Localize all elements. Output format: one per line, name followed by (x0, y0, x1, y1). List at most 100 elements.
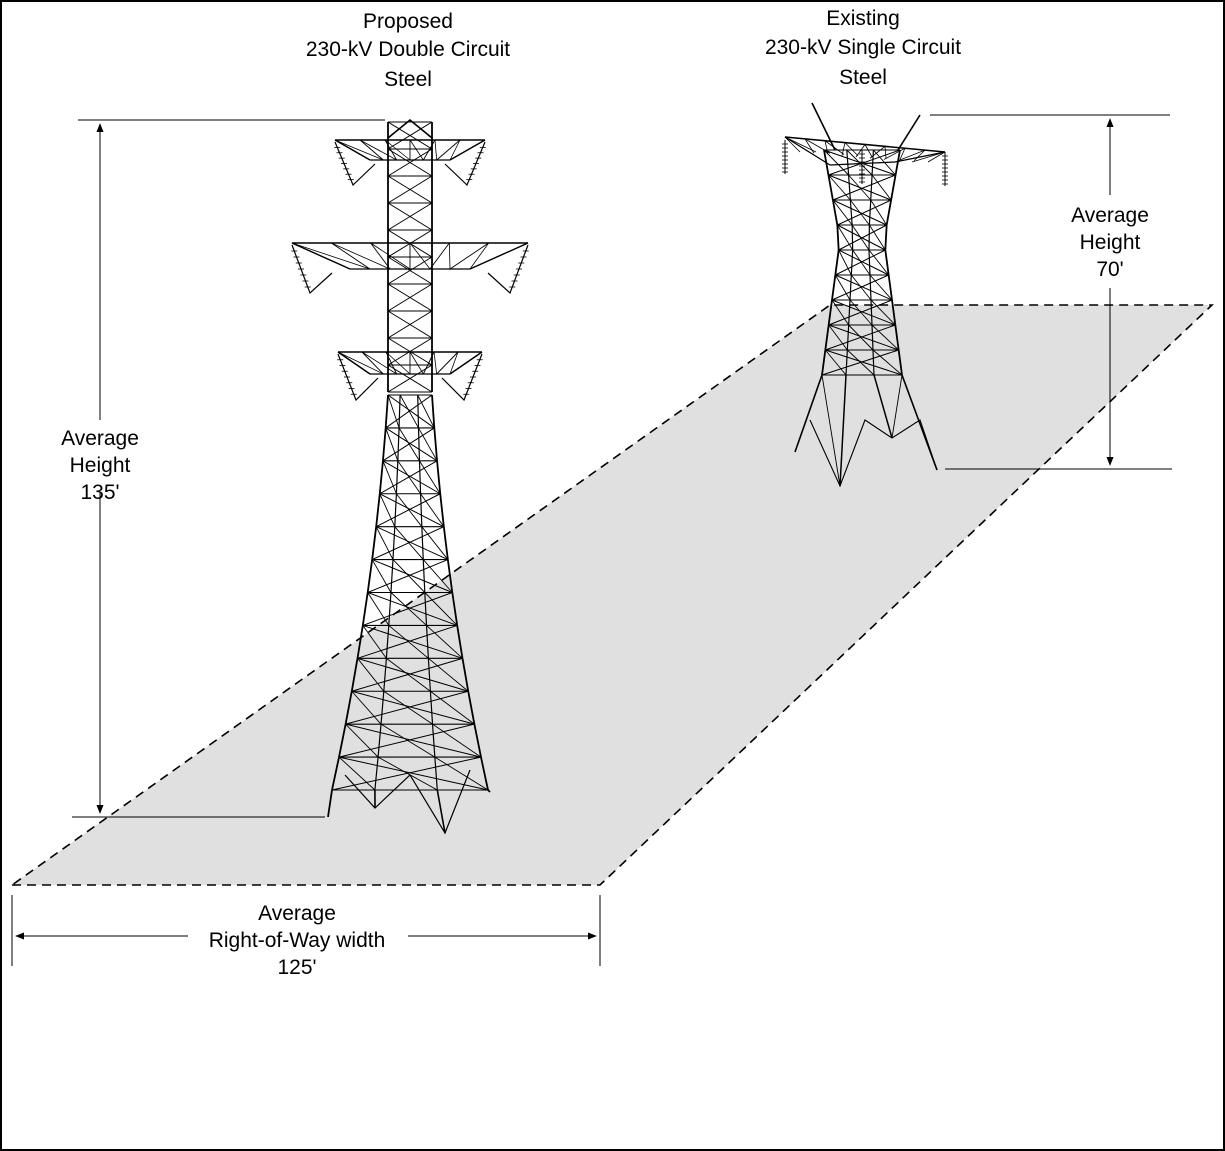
existing-body-brace (871, 174, 892, 201)
existing-title-line1: Existing (826, 7, 900, 30)
existing-body-leg (834, 249, 840, 276)
proposed-crossarm-top-insulator-v (444, 141, 486, 187)
proposed-body-inner-leg (374, 757, 379, 791)
proposed-body-brace (390, 592, 427, 626)
proposed-title-line1: Proposed (363, 10, 453, 33)
existing-body-leg (890, 174, 897, 201)
right-of-way-strip (9, 304, 1215, 886)
proposed-body-brace (379, 493, 445, 528)
existing-body-inner-leg (868, 199, 872, 226)
proposed-title-line2: 230-kV Double Circuit (306, 38, 510, 61)
proposed-body-brace (379, 493, 396, 527)
row-label-line1: Average (258, 902, 336, 925)
existing-body-inner-leg (847, 174, 851, 201)
proposed-body-brace (338, 723, 475, 758)
proposed-body-brace (351, 690, 382, 725)
existing-body-brace (848, 174, 872, 201)
proposed-body-brace (422, 559, 453, 593)
existing-body-brace (823, 149, 849, 176)
proposed-crossarm-bottom-insulator-v (441, 353, 483, 402)
proposed-body-leg (331, 756, 340, 791)
proposed-crossarm-bottom-web (409, 351, 424, 375)
proposed-crossarm-bottom-web (337, 351, 384, 375)
proposed-height-label: Average Height 135' (61, 427, 139, 504)
proposed-body-brace (396, 493, 423, 527)
existing-crossarm-web (913, 149, 926, 162)
existing-title-line3: Steel (839, 66, 887, 89)
existing-body-brace (828, 324, 848, 351)
proposed-body-leg (480, 756, 489, 791)
proposed-body-inner-leg (395, 460, 399, 494)
existing-horn-left (811, 102, 836, 151)
existing-body-inner-leg (868, 249, 871, 276)
proposed-body-brace (338, 756, 489, 791)
proposed-body-inner-leg (419, 493, 423, 527)
existing-crossarm-web (784, 136, 801, 153)
existing-crossarm-web (841, 142, 846, 156)
proposed-body-brace (351, 690, 475, 725)
proposed-body-leg (431, 394, 436, 428)
proposed-body-brace (375, 493, 441, 528)
existing-body-brace (873, 149, 896, 176)
proposed-crossarm-middle-web (449, 242, 489, 270)
proposed-body-leg (461, 658, 470, 692)
proposed-crossarm-middle-insulator-v (291, 244, 333, 295)
existing-body-leg (891, 299, 897, 326)
proposed-body-brace (367, 592, 458, 626)
existing-crossarm-web (855, 144, 866, 158)
proposed-body-brace (387, 394, 435, 429)
proposed-body-inner-leg (424, 592, 428, 626)
existing-body-inner-leg (845, 349, 848, 376)
proposed-body-brace (387, 394, 400, 429)
proposed-shaft-brace (387, 121, 433, 150)
proposed-body-leg (446, 559, 454, 593)
proposed-body-brace (386, 657, 431, 692)
existing-body-brace (831, 299, 896, 326)
proposed-foot (487, 789, 491, 793)
proposed-body-inner-leg (417, 427, 421, 461)
existing-body-leg (827, 174, 834, 201)
existing-body-brace (872, 349, 903, 376)
proposed-body-brace (418, 427, 438, 462)
existing-body-inner-leg (871, 324, 874, 351)
proposed-crossarm-middle-web (469, 242, 529, 270)
existing-body-inner-leg (849, 274, 852, 301)
existing-leg-brace (821, 374, 841, 487)
existing-crossarm-web (844, 142, 859, 157)
proposed-body-brace (419, 460, 441, 494)
existing-crossarm-web (824, 140, 845, 155)
proposed-crossarm-top-insulator-v (334, 141, 376, 187)
proposed-body-inner-leg (431, 724, 436, 758)
existing-body-inner-leg (870, 174, 873, 201)
existing-crossarm-web (864, 144, 873, 158)
existing-title-line2: 230-kV Single Circuit (765, 36, 961, 59)
proposed-shaft-brace (387, 310, 433, 339)
proposed-crossarm-top-web (359, 139, 384, 161)
proposed-crossarm-bottom-web (385, 351, 411, 375)
proposed-body-leg (451, 592, 459, 626)
existing-crossarm-web (784, 136, 817, 153)
existing-body-brace (870, 199, 888, 226)
existing-body-brace (828, 299, 893, 326)
proposed-body-brace (385, 427, 438, 462)
proposed-body-brace (357, 658, 385, 692)
proposed-body-inner-leg (397, 427, 400, 461)
proposed-body-inner-leg (385, 625, 390, 659)
proposed-crossarm-top-web (436, 139, 461, 161)
proposed-body-brace (380, 723, 436, 758)
proposed-crossarm-bottom-web (361, 351, 397, 375)
existing-body-leg (894, 149, 901, 176)
proposed-body-inner-leg (383, 658, 387, 692)
existing-body-brace (824, 349, 847, 376)
proposed-body-leg (384, 394, 389, 428)
proposed-body-leg (371, 526, 378, 560)
existing-leg (794, 374, 823, 453)
proposed-body-brace (426, 625, 463, 659)
existing-body-inner-leg (872, 349, 875, 376)
proposed-body-brace (357, 624, 458, 659)
proposed-body-brace (362, 624, 463, 659)
existing-body-leg (884, 224, 888, 251)
proposed-body-inner-leg (377, 724, 382, 758)
proposed-body-brace (398, 427, 420, 462)
proposed-crossarm-middle-web (370, 242, 411, 270)
